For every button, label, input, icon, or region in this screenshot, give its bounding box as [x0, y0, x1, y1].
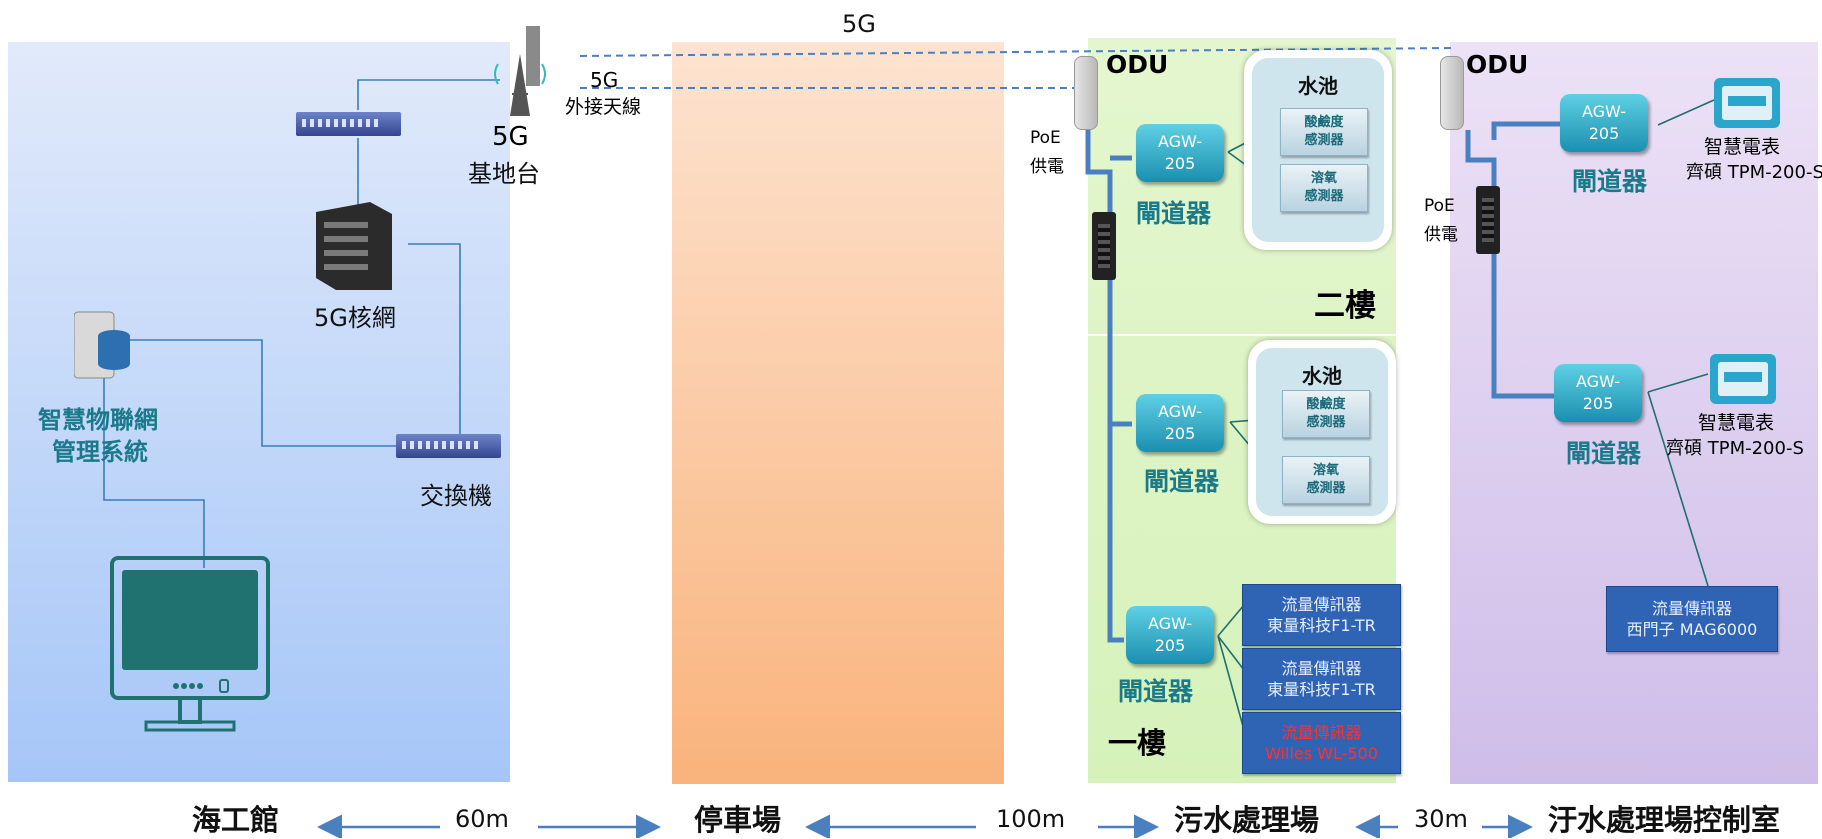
- switch-label: 交換機: [420, 482, 492, 510]
- antenna-label: 5G: [590, 68, 619, 92]
- flow-meter-f1tr-2: 流量傳訊器 東量科技F1-TR: [1242, 648, 1401, 710]
- distance-100m: 100m: [996, 805, 1066, 833]
- gateway-f2-label: 閘道器: [1136, 199, 1212, 228]
- floor-divider: [1088, 334, 1396, 336]
- pool-f2-title: 水池: [1298, 74, 1338, 98]
- pool-f1-title: 水池: [1302, 364, 1342, 388]
- gateway-f1-upper-label: 閘道器: [1144, 467, 1220, 496]
- zone-marine-hall: [8, 42, 510, 782]
- do-sensor-f1: 溶氧 感測器: [1282, 456, 1370, 504]
- poe-plant-line2: 供電: [1030, 157, 1064, 177]
- smart-meter-upper-line2: 齊碩 TPM-200-S: [1686, 162, 1822, 183]
- industrial-switch-plant-icon: [1092, 212, 1116, 280]
- poe-plant-line1: PoE: [1030, 128, 1061, 148]
- monitor-icon: [110, 556, 270, 732]
- gateway-control-lower-label: 閘道器: [1566, 439, 1642, 468]
- smart-meter-upper-line1: 智慧電表: [1704, 136, 1781, 158]
- link-5g-label: 5G: [842, 10, 876, 38]
- database-server-icon: [74, 311, 130, 379]
- poe-control-line2: 供電: [1424, 225, 1458, 245]
- zone-parking-lot: [672, 42, 1004, 784]
- gateway-control-upper: AGW- 205: [1560, 94, 1648, 152]
- ph-sensor-f2: 酸鹼度 感測器: [1280, 108, 1368, 156]
- gateway-f2: AGW- 205: [1136, 124, 1224, 182]
- server-rack-icon: [316, 202, 392, 290]
- gateway-f1-lower-label: 閘道器: [1118, 677, 1194, 706]
- smart-meter-lower-icon: [1710, 354, 1776, 404]
- site-parking-lot: 停車場: [694, 803, 782, 837]
- base-station-line2: 基地台: [468, 160, 540, 188]
- flow-meter-willes: 流量傳訊器 Willes WL-500: [1242, 712, 1401, 774]
- ph-sensor-f1: 酸鹼度 感測器: [1282, 390, 1370, 438]
- base-station-icon: [494, 26, 546, 116]
- smart-meter-lower-line1: 智慧電表: [1698, 412, 1775, 434]
- iot-system-line1: 智慧物聯網: [38, 406, 158, 434]
- gateway-control-upper-label: 閘道器: [1572, 167, 1648, 196]
- distance-60m: 60m: [455, 805, 509, 833]
- odu-control-icon: [1440, 56, 1464, 130]
- floor-1-label: 一樓: [1108, 726, 1167, 760]
- site-wastewater-plant: 污水處理場: [1174, 803, 1320, 837]
- site-control-room: 汙水處理場控制室: [1548, 803, 1781, 837]
- odu-control-label: ODU: [1466, 50, 1529, 79]
- poe-control-line1: PoE: [1424, 196, 1455, 216]
- network-switch-icon: [396, 434, 501, 458]
- distance-30m: 30m: [1414, 805, 1468, 833]
- flow-meter-f1tr-1: 流量傳訊器 東量科技F1-TR: [1242, 584, 1401, 646]
- odu-plant-label: ODU: [1106, 50, 1169, 79]
- do-sensor-f2: 溶氧 感測器: [1280, 164, 1368, 212]
- smart-meter-upper-icon: [1714, 78, 1780, 128]
- core-network-label: 5G核網: [314, 304, 396, 332]
- iot-system-line2: 管理系統: [52, 438, 148, 466]
- smart-meter-lower-line2: 齊碩 TPM-200-S: [1666, 438, 1804, 459]
- flow-meter-mag6000: 流量傳訊器 西門子 MAG6000: [1606, 586, 1778, 652]
- gateway-control-lower: AGW- 205: [1554, 364, 1642, 422]
- site-marine-hall: 海工館: [192, 803, 280, 837]
- top-switch-icon: [296, 112, 401, 136]
- industrial-switch-control-icon: [1476, 186, 1500, 254]
- odu-plant-icon: [1074, 56, 1098, 130]
- antenna-sublabel: 外接天線: [565, 96, 642, 118]
- gateway-f1-lower: AGW- 205: [1126, 606, 1214, 664]
- gateway-f1-upper: AGW- 205: [1136, 394, 1224, 452]
- floor-2-label: 二樓: [1314, 288, 1376, 324]
- base-station-line1: 5G: [492, 122, 529, 152]
